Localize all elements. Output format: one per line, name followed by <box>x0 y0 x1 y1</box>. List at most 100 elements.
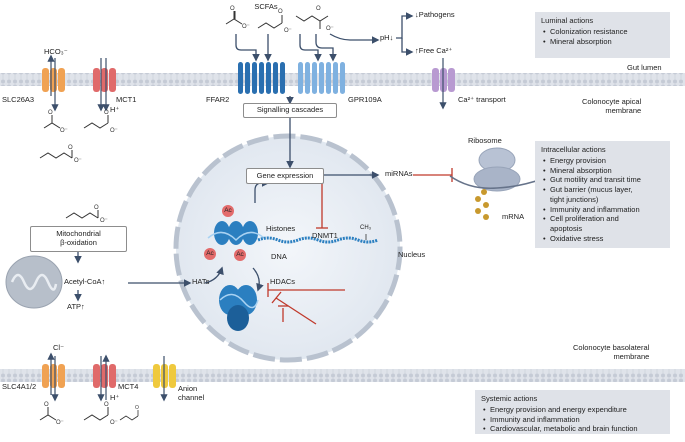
scfa-molecule-acetate-top: O⁻ O <box>225 6 250 30</box>
svg-text:O: O <box>104 402 109 408</box>
svg-text:O: O <box>94 205 99 211</box>
butyrate-molecule-basolateral: O <box>119 405 139 421</box>
ribosome-label: Ribosome <box>468 136 502 145</box>
mrna-label: mRNA <box>502 212 525 221</box>
gut-lumen-label: Gut lumen <box>627 63 662 72</box>
intracellular-actions-title: Intracellular actions <box>541 145 606 154</box>
mct1-channel <box>93 68 116 92</box>
intracellular-item: Oxidative stress <box>543 234 664 244</box>
anion-channel-label: Anion channel <box>178 384 205 402</box>
hats-label: HATs <box>192 277 210 286</box>
metabolic-arrows <box>74 250 192 302</box>
histone-cluster-top <box>207 221 265 245</box>
mct4-label: MCT4 <box>118 382 139 391</box>
basolateral-membrane-label: Colonocyte basolateral membrane <box>573 343 650 361</box>
anion-channel <box>153 364 176 388</box>
svg-text:O: O <box>68 145 73 151</box>
svg-text:O⁻: O⁻ <box>56 420 64 426</box>
ac-markers <box>204 205 246 261</box>
scfa-to-receptor-arrows <box>235 12 414 62</box>
luminal-item: Mineral absorption <box>543 37 664 47</box>
mirnas-label: miRNAs <box>385 169 413 178</box>
slc26a3-channel <box>42 68 65 92</box>
free-ca-label: ↑Free Ca²⁺ <box>415 46 453 55</box>
apical-channel-arrows <box>47 54 447 112</box>
systemic-actions-title: Systemic actions <box>481 394 538 403</box>
ph-label: pH↓ <box>380 33 394 42</box>
svg-text:O⁻: O⁻ <box>100 218 108 224</box>
histone-cluster-bottom <box>219 285 259 331</box>
svg-text:O: O <box>278 9 283 15</box>
signal-arrows <box>204 96 380 292</box>
h-plus-bottom-label: H⁺ <box>110 393 120 402</box>
ffar2-label: FFAR2 <box>206 95 230 104</box>
histones-label: Histones <box>266 224 296 233</box>
dna-strand <box>257 236 379 244</box>
svg-text:O: O <box>104 110 109 116</box>
slc4a1-channel <box>42 364 65 388</box>
ribosome <box>449 147 546 192</box>
svg-text:O⁻: O⁻ <box>326 26 334 32</box>
h-plus-top-label: H⁺ <box>110 105 120 114</box>
systemic-item: Immunity and inflammation <box>483 415 664 425</box>
svg-text:O: O <box>48 110 53 116</box>
acetate-molecule-apical: O O⁻ <box>43 110 68 134</box>
ch3-label: CH₃ <box>360 225 372 231</box>
gene-expression-box: Gene expression <box>246 168 324 184</box>
mitochondrion <box>5 255 63 309</box>
svg-text:O: O <box>230 6 235 12</box>
ca-transport-label: Ca²⁺ transport <box>458 95 506 104</box>
svg-text:O⁻: O⁻ <box>74 158 82 164</box>
svg-text:O⁻: O⁻ <box>110 128 118 134</box>
acetate-molecule-basolateral: O O⁻ <box>39 402 64 426</box>
systemic-item: Energy provision and energy expenditure <box>483 405 664 415</box>
apical-membrane-label: Colonocyte apical membrane <box>582 97 642 115</box>
ac-label-2: Ac <box>206 250 214 257</box>
svg-text:O⁻: O⁻ <box>60 128 68 134</box>
pathogens-label: ↓Pathogens <box>415 10 455 19</box>
ac-label-1: Ac <box>224 207 232 214</box>
slc4a1-label: SLC4A1/2 <box>2 382 37 391</box>
propionate-molecule-basolateral: O O⁻ <box>83 402 118 426</box>
butyrate-molecule-mito: O O⁻ <box>65 205 108 224</box>
signalling-cascades-box: Signalling cascades <box>243 103 337 118</box>
intracellular-item: Gut motility and transit time <box>543 175 664 185</box>
mct1-label: MCT1 <box>116 95 137 104</box>
gpr109a-receptor <box>298 62 345 94</box>
intracellular-item: Immunity and inflammation <box>543 205 664 215</box>
svg-text:O: O <box>316 6 321 12</box>
systemic-actions-panel: Systemic actions Energy provision and en… <box>475 390 670 434</box>
svg-text:O⁻: O⁻ <box>284 28 292 34</box>
luminal-item: Colonization resistance <box>543 27 664 37</box>
mct4-channel <box>93 364 116 388</box>
hdacs-label: HDACs <box>270 277 296 286</box>
systemic-item: Cardiovascular, metabolic and brain func… <box>483 424 664 434</box>
scfa-molecule-propionate-top: O O⁻ <box>257 9 292 34</box>
propionate-molecule-apical: O O⁻ <box>83 110 118 134</box>
nucleus-label: Nucleus <box>398 250 426 259</box>
hco3-label: HCO₃⁻ <box>44 47 68 56</box>
svg-text:O⁻: O⁻ <box>242 24 250 30</box>
luminal-actions-panel: Luminal actions Colonization resistance … <box>535 12 670 58</box>
ffar2-receptor <box>238 62 285 94</box>
intracellular-item: Gut barrier (mucus layer, tight junction… <box>543 185 664 205</box>
gpr109a-label: GPR109A <box>348 95 382 104</box>
intracellular-item: Mineral absorption <box>543 166 664 176</box>
intracellular-actions-panel: Intracellular actions Energy provision M… <box>535 141 670 248</box>
intracellular-item: Energy provision <box>543 156 664 166</box>
acetyl-coa-label: Acetyl-CoA↑ <box>64 277 106 286</box>
svg-text:O: O <box>44 402 49 408</box>
scfa-molecule-butyrate-top: O O⁻ <box>295 6 334 32</box>
cl-label: Cl⁻ <box>53 343 65 352</box>
intracellular-item: Cell proliferation and apoptosis <box>543 214 664 234</box>
dnmt1-label: DNMT1 <box>312 231 338 240</box>
svg-text:O⁻: O⁻ <box>110 420 118 426</box>
atp-label: ATP↑ <box>67 302 85 311</box>
ac-label-3: Ac <box>236 251 244 258</box>
luminal-actions-title: Luminal actions <box>541 16 594 25</box>
svg-text:O: O <box>135 405 139 411</box>
peptide-beads <box>475 189 489 220</box>
butyrate-molecule-apical: O O⁻ <box>39 145 82 164</box>
